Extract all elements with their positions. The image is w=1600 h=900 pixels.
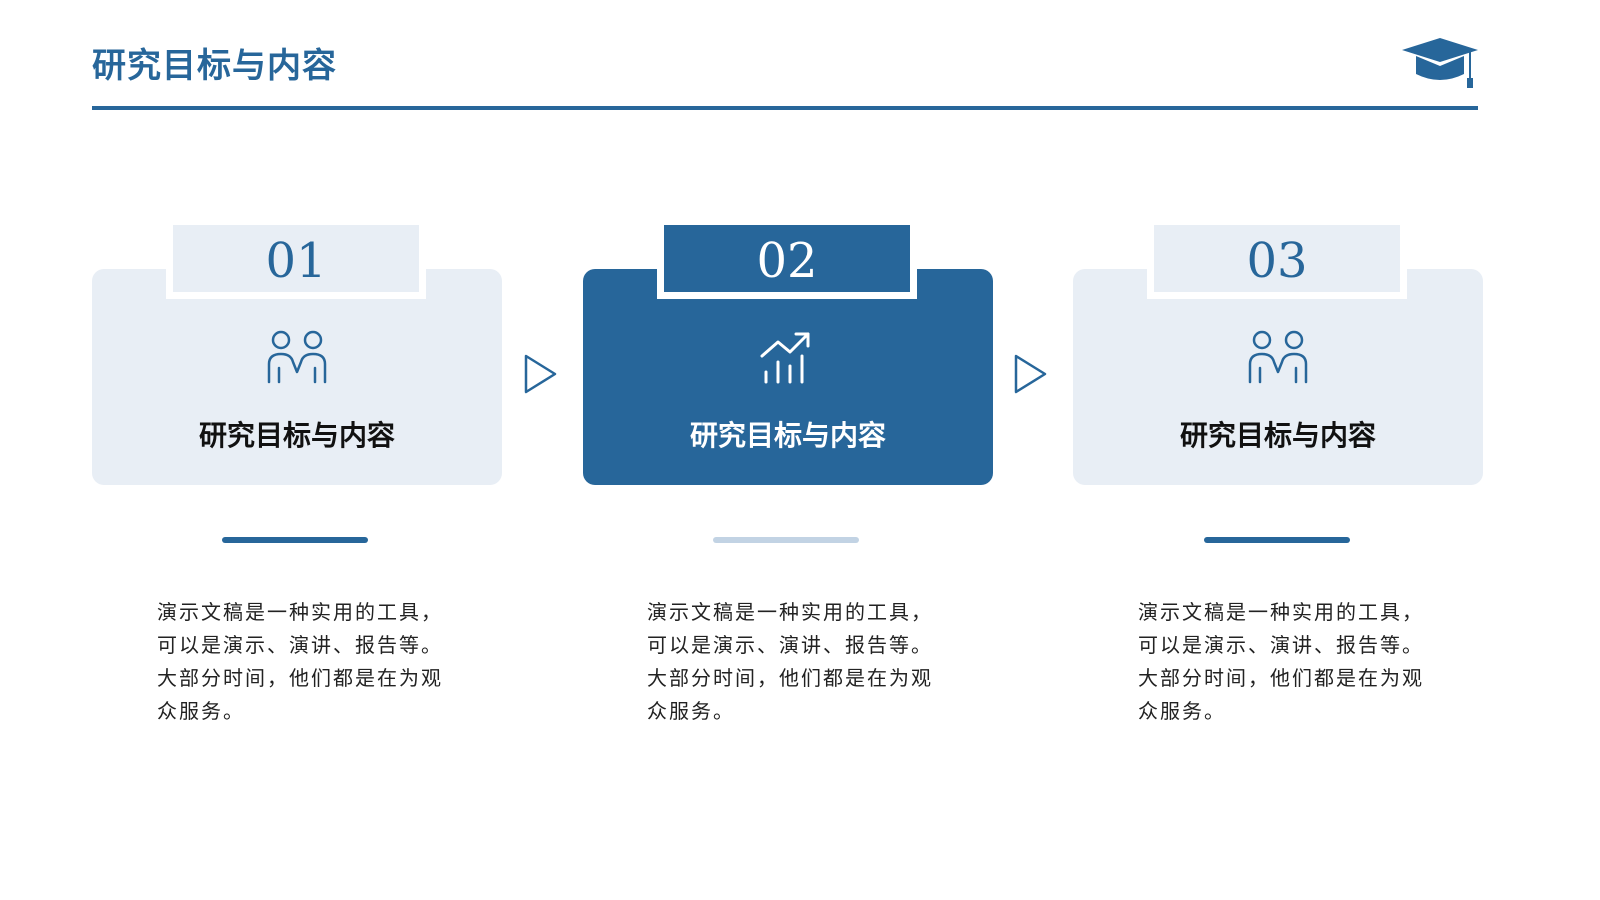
step-label: 研究目标与内容: [689, 419, 886, 452]
triangle-right-icon: [1014, 354, 1047, 394]
description-paragraph: 大部分时间，他们都是在为观众服务。: [1138, 666, 1424, 723]
description-paragraph: 演示文稿是一种实用的工具，可以是演示、演讲、报告等。: [157, 600, 443, 657]
description-paragraph: 演示文稿是一种实用的工具，可以是演示、演讲、报告等。: [1138, 600, 1424, 657]
step-tab-1: 01: [166, 225, 426, 299]
accent-bar-3: [1204, 537, 1350, 543]
step-number: 01: [265, 232, 327, 289]
step-card-3: [1073, 269, 1483, 485]
step-tab-3: 03: [1147, 225, 1407, 299]
triangle-right-icon: [524, 354, 557, 394]
step-label: 研究目标与内容: [1179, 419, 1376, 452]
step-card-2: [583, 269, 993, 485]
people-icon: [267, 330, 327, 384]
step-label: 研究目标与内容: [198, 419, 395, 452]
description-paragraph: 演示文稿是一种实用的工具，可以是演示、演讲、报告等。: [647, 600, 933, 657]
growth-chart-icon: [760, 332, 810, 384]
step-number: 02: [756, 232, 818, 289]
step-description-3: 演示文稿是一种实用的工具，可以是演示、演讲、报告等。 大部分时间，他们都是在为观…: [1138, 596, 1428, 728]
accent-bar-1: [222, 537, 368, 543]
accent-bar-2: [713, 537, 859, 543]
description-paragraph: 大部分时间，他们都是在为观众服务。: [157, 666, 443, 723]
title-divider: [92, 106, 1478, 110]
people-icon: [1248, 330, 1308, 384]
step-number: 03: [1246, 232, 1308, 289]
step-description-1: 演示文稿是一种实用的工具，可以是演示、演讲、报告等。 大部分时间，他们都是在为观…: [157, 596, 447, 728]
page-title: 研究目标与内容: [92, 46, 337, 86]
graduation-cap-icon: [1402, 38, 1478, 88]
step-card-1: [92, 269, 502, 485]
step-tab-2: 02: [657, 225, 917, 299]
step-description-2: 演示文稿是一种实用的工具，可以是演示、演讲、报告等。 大部分时间，他们都是在为观…: [647, 596, 937, 728]
description-paragraph: 大部分时间，他们都是在为观众服务。: [647, 666, 933, 723]
